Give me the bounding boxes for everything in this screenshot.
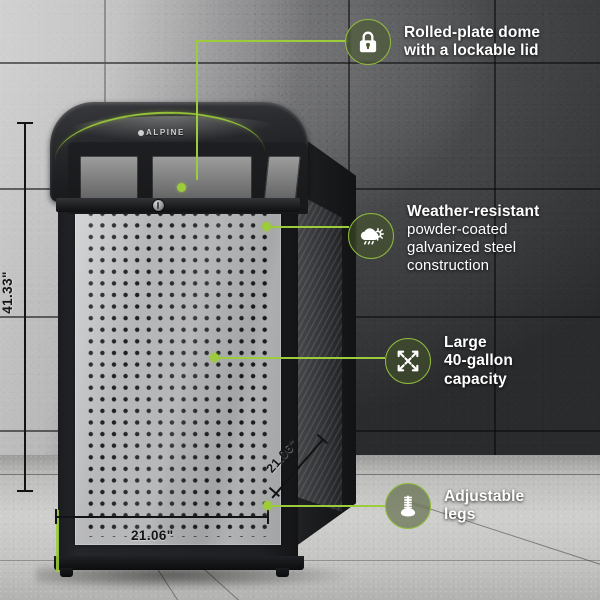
lock-cylinder <box>153 200 164 211</box>
product-trash-can: ALPINE <box>36 90 356 590</box>
perforated-front-panel <box>75 200 281 545</box>
brand-name: ALPINE <box>146 128 185 137</box>
adjustable-leg <box>60 568 73 577</box>
height-dimension-line <box>24 122 26 492</box>
can-base <box>54 556 304 570</box>
screw-leg-icon <box>385 483 431 529</box>
left-edge-accent <box>56 510 59 572</box>
expand-arrows-icon <box>385 338 431 385</box>
height-dimension-label: 41.33" <box>0 271 15 314</box>
brand-logo: ALPINE <box>138 128 185 137</box>
connector-line-lockable-lid <box>196 40 348 42</box>
perforation-holes <box>83 206 273 537</box>
callout-line: galvanized steel <box>407 238 517 256</box>
connector-line-weather-resistant <box>267 226 349 228</box>
callout-large-capacity[interactable]: Large 40-gallon capacity <box>385 334 513 389</box>
can-side-perforation <box>294 192 342 512</box>
connector-line-lockable-lid <box>196 40 198 180</box>
width-dimension-cap <box>267 509 269 524</box>
connector-line-adjustable-legs <box>268 505 386 507</box>
callout-weather-resistant[interactable]: Weather-resistant powder-coated galvaniz… <box>348 203 539 274</box>
dome-highlight <box>72 116 282 142</box>
height-dimension-cap <box>17 122 33 124</box>
callout-weather-resistant-text: Weather-resistant powder-coated galvaniz… <box>407 203 539 274</box>
callout-line: powder-coated <box>407 221 508 239</box>
connector-line-large-capacity <box>215 357 385 359</box>
width-dimension-label: 21.06" <box>131 528 174 543</box>
callout-line: legs <box>444 506 476 523</box>
callout-adjustable-legs[interactable]: Adjustable legs <box>385 483 524 529</box>
cloud-sun-icon <box>348 213 394 259</box>
connector-dot-lockable-lid <box>177 183 186 192</box>
connector-dot-adjustable-legs <box>263 501 272 510</box>
connector-dot-large-capacity <box>210 353 219 362</box>
callout-line: capacity <box>444 370 507 388</box>
adjustable-leg <box>276 568 289 577</box>
lock-icon <box>345 19 391 65</box>
callout-line: Adjustable <box>444 487 525 505</box>
connector-dot-weather-resistant <box>262 222 271 231</box>
callout-line: Rolled-plate dome <box>404 23 541 41</box>
callout-lockable-lid-text: Rolled-plate dome with a lockable lid <box>404 24 540 61</box>
width-dimension-line <box>55 516 269 518</box>
callout-adjustable-legs-text: Adjustable legs <box>444 488 524 525</box>
callout-line: Weather-resistant <box>407 203 540 220</box>
callout-line: Large <box>444 334 487 351</box>
dome-window <box>152 156 252 204</box>
dome-window <box>80 156 138 204</box>
height-dimension-cap <box>17 490 33 492</box>
wall-seam <box>494 0 496 455</box>
dome-window <box>263 156 301 204</box>
brand-mark-icon <box>138 129 144 136</box>
callout-line: with a lockable lid <box>404 42 539 59</box>
callout-line: construction <box>407 256 490 274</box>
wall-seam <box>0 62 600 64</box>
callout-large-capacity-text: Large 40-gallon capacity <box>444 334 513 389</box>
lid-band <box>56 198 300 212</box>
callout-line: 40-gallon <box>444 352 513 370</box>
width-dimension-cap <box>55 509 57 524</box>
callout-lockable-lid[interactable]: Rolled-plate dome with a lockable lid <box>345 19 540 65</box>
